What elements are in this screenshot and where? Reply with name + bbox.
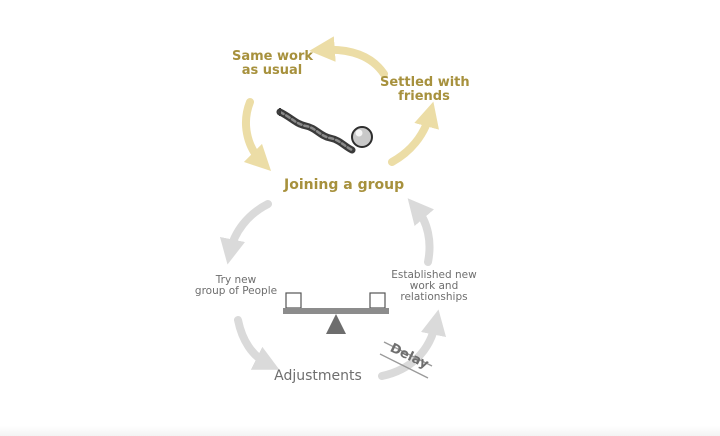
label-established-new: Established new work and relationships [391, 269, 477, 304]
label-joining-a-group: Joining a group [284, 177, 405, 193]
delay-line-bottom [379, 353, 429, 379]
label-settled-with-friends: Settled with friends [380, 75, 470, 104]
delay-line-top [383, 341, 433, 367]
label-same-work: Same work as usual [232, 49, 314, 78]
label-try-new-group: Try new group of People [194, 274, 278, 298]
arrow-same-work-down [242, 98, 272, 172]
arrow-settled-to-same-work [309, 36, 388, 78]
ball-on-rope-icon [276, 108, 373, 154]
arrow-joining-to-try-new [219, 200, 272, 265]
arrow-up-to-settled [388, 101, 439, 166]
label-adjustments: Adjustments [274, 368, 362, 384]
arrow-established-to-joining [407, 198, 435, 266]
arrow-try-new-to-adjustments [234, 316, 280, 370]
seesaw-balance-icon [283, 292, 389, 334]
